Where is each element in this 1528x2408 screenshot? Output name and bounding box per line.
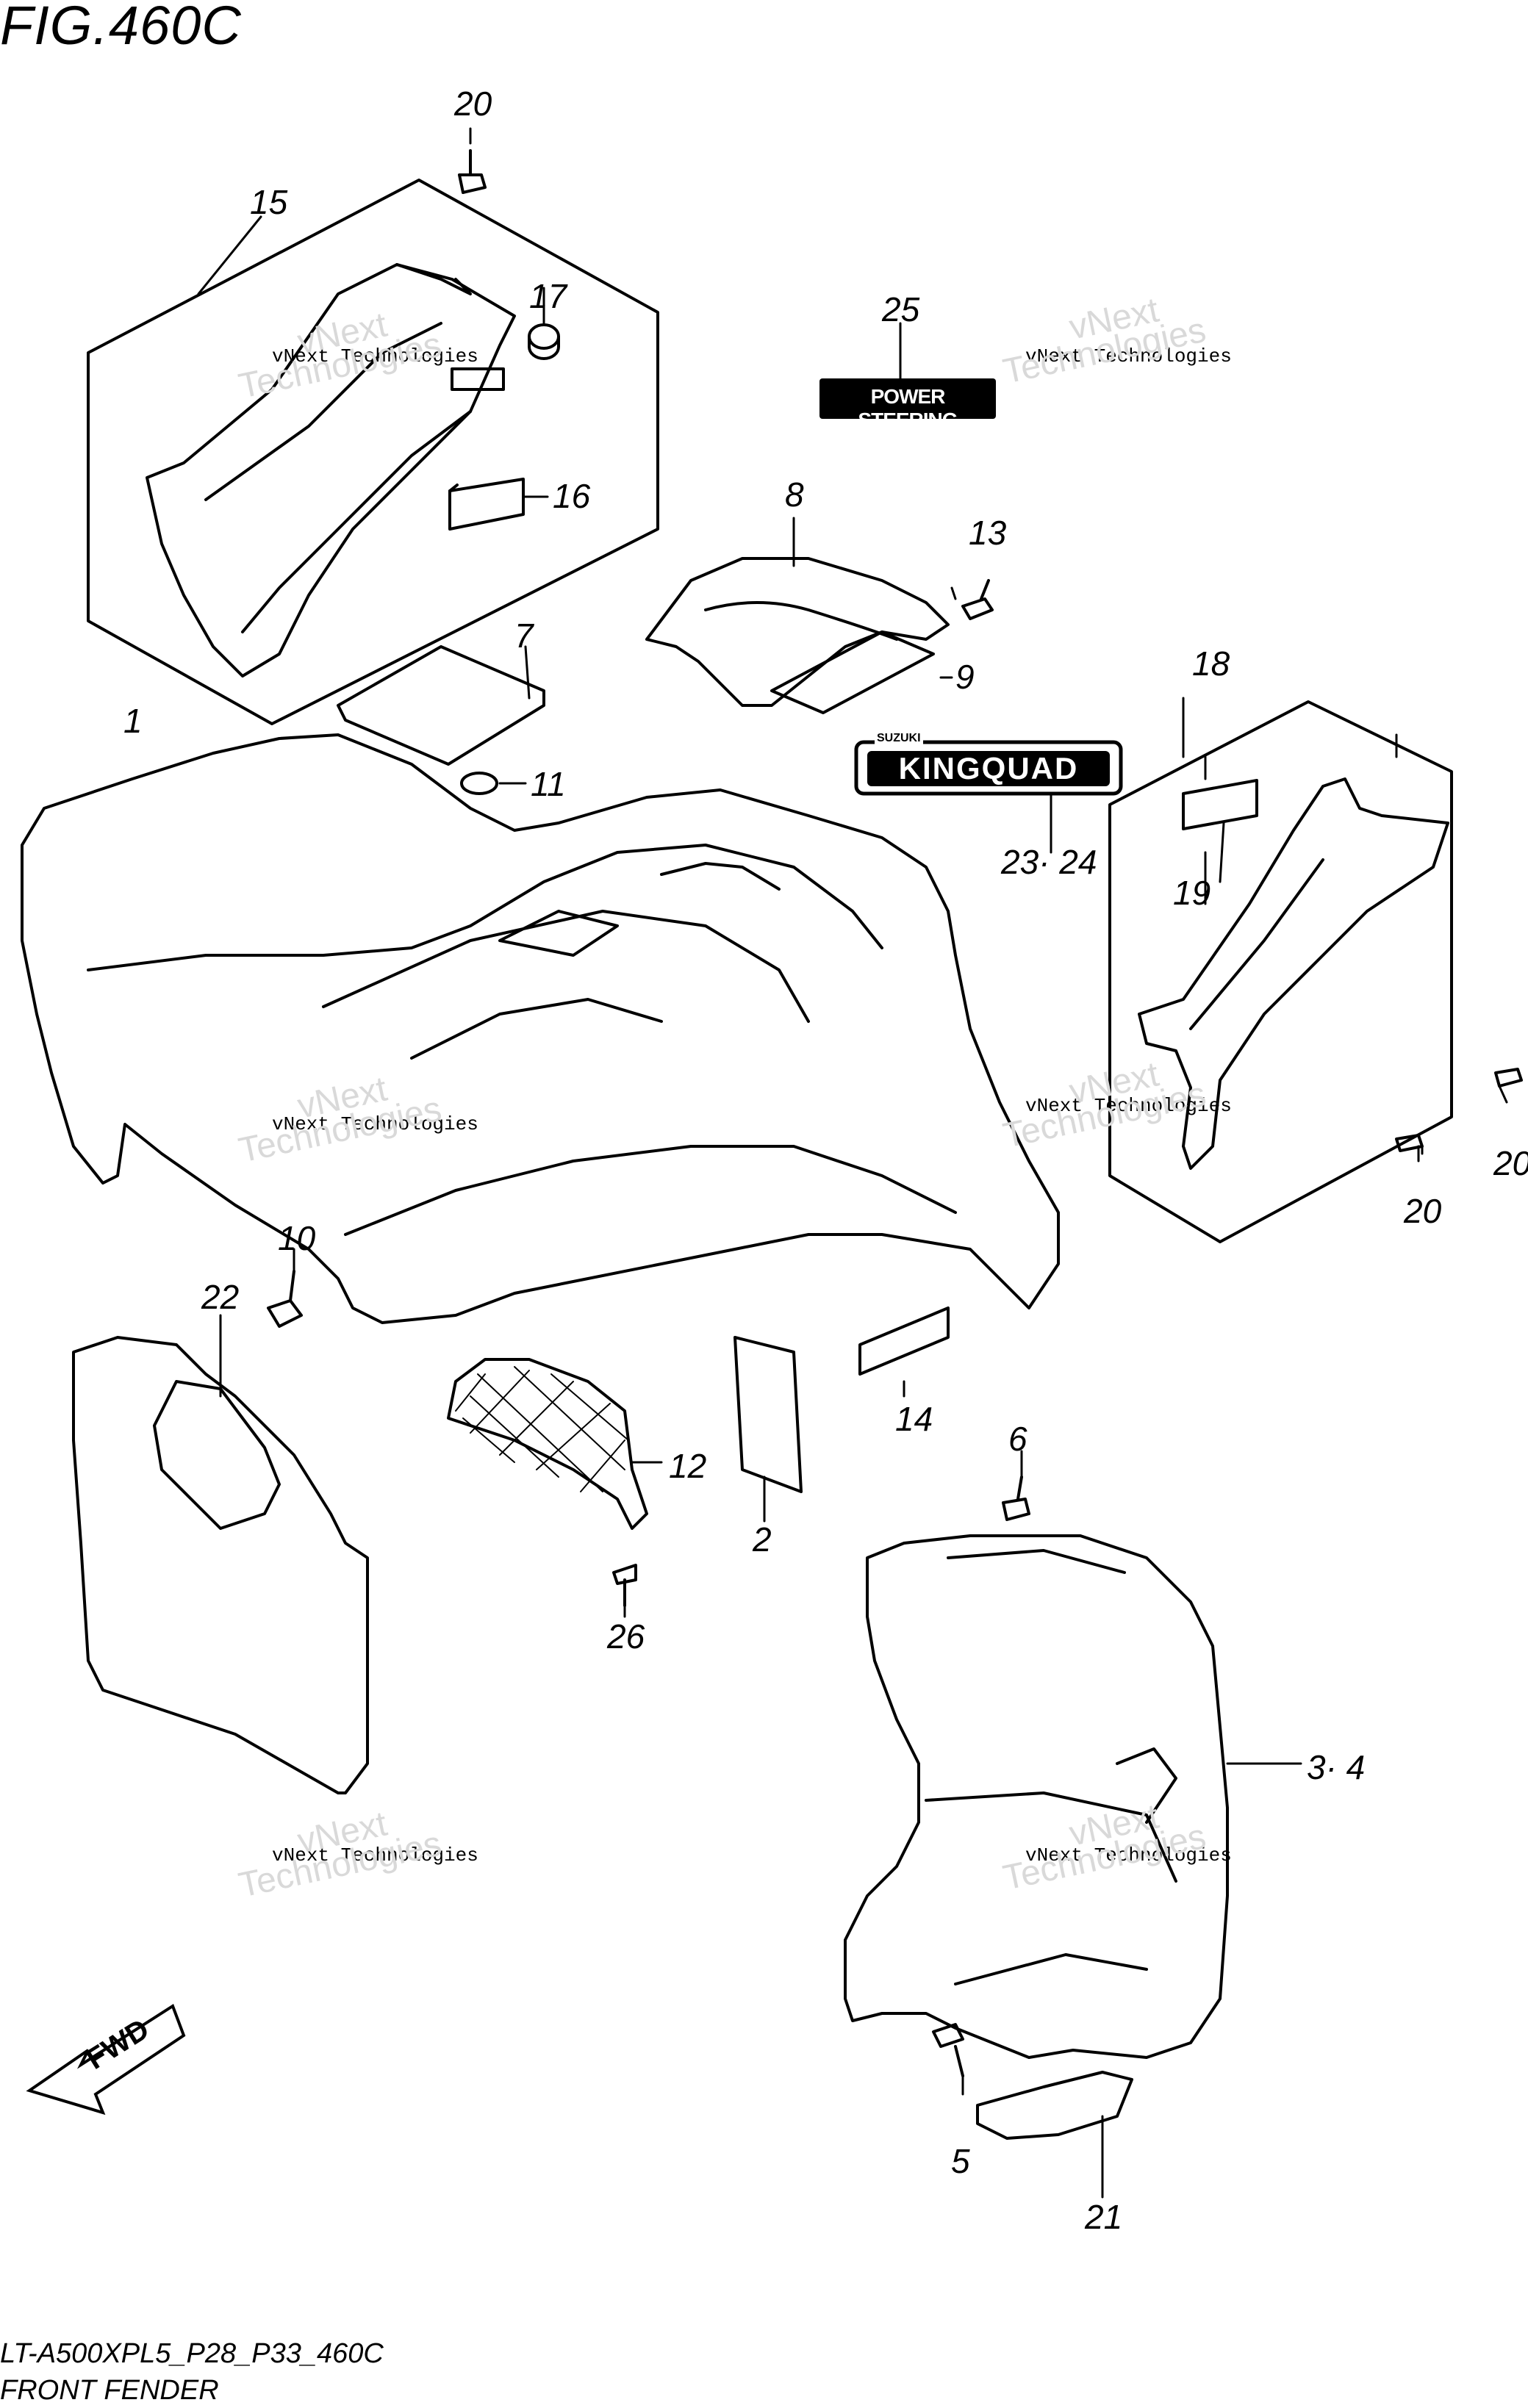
callout-20-top[interactable]: 20 <box>454 85 492 123</box>
figure-code: LT-A500XPL5_P28_P33_460C <box>0 2338 384 2369</box>
callout-26[interactable]: 26 <box>607 1617 645 1656</box>
part-9-pad <box>770 630 935 714</box>
callout-7[interactable]: 7 <box>514 617 534 655</box>
watermark-5: vNext Technologies <box>272 1844 478 1866</box>
watermark-6: vNext Technologies <box>1025 1844 1232 1866</box>
power-steering-decal-text: POWER STEERING <box>858 385 958 431</box>
part-12-grille <box>447 1358 648 1530</box>
callout-13[interactable]: 13 <box>969 514 1007 552</box>
callout-20-right[interactable]: 20 <box>1404 1192 1442 1230</box>
callout-16[interactable]: 16 <box>553 477 591 515</box>
brand-decal-text: SUZUKI <box>875 732 923 745</box>
part-7-pad <box>337 645 545 766</box>
callout-21[interactable]: 21 <box>1085 2198 1123 2236</box>
callout-6[interactable]: 6 <box>1008 1420 1027 1458</box>
callout-3-4[interactable]: 3· 4 <box>1307 1748 1366 1786</box>
part-13-bolt <box>961 579 994 620</box>
callout-22[interactable]: 22 <box>201 1278 240 1316</box>
watermark-4: vNext Technologies <box>1025 1095 1232 1117</box>
part-15-side-panel <box>146 263 516 678</box>
callout-14[interactable]: 14 <box>895 1400 933 1438</box>
part-2-pad <box>733 1336 803 1493</box>
part-26-screw <box>612 1564 637 1607</box>
callout-20-far-right[interactable]: 20 <box>1493 1144 1528 1182</box>
kingquad-decal-frame <box>854 740 1123 796</box>
callout-10[interactable]: 10 <box>278 1219 316 1257</box>
group-box-18 <box>1108 700 1453 1243</box>
figure-title: FIG.460C <box>0 0 242 56</box>
part-20-bolt-top <box>458 149 487 194</box>
callout-12[interactable]: 12 <box>669 1447 707 1485</box>
part-6-bolt <box>1002 1476 1030 1521</box>
part-1-front-fender <box>21 733 1060 1324</box>
part-8-cover <box>645 557 950 707</box>
callout-2[interactable]: 2 <box>753 1520 772 1559</box>
part-11-grommet <box>460 772 498 795</box>
callout-17[interactable]: 17 <box>529 277 567 315</box>
callout-15[interactable]: 15 <box>250 183 288 221</box>
callout-23-24[interactable]: 23· 24 <box>1001 843 1097 881</box>
kingquad-decal-text: KINGQUAD <box>898 751 1079 786</box>
part-20-bolt-far-right <box>1494 1068 1523 1088</box>
group-box-15 <box>87 179 659 725</box>
callout-1[interactable]: 1 <box>123 702 143 740</box>
power-steering-decal <box>819 378 996 419</box>
part-16-block <box>448 478 525 531</box>
figure-name: FRONT FENDER <box>0 2375 219 2406</box>
callout-5[interactable]: 5 <box>951 2142 970 2180</box>
part-22-cover <box>72 1336 369 1794</box>
part-19-block <box>1182 779 1258 830</box>
callout-25[interactable]: 25 <box>882 290 920 328</box>
watermark-3: vNext Technologies <box>272 1113 478 1135</box>
part-21-strip <box>976 2071 1133 2140</box>
callout-8[interactable]: 8 <box>785 475 804 514</box>
callout-9[interactable]: 9 <box>955 658 975 696</box>
part-17-grommet <box>528 323 560 350</box>
fwd-arrow <box>26 2003 186 2116</box>
callout-11[interactable]: 11 <box>531 765 566 803</box>
callout-18[interactable]: 18 <box>1192 644 1230 683</box>
callout-19[interactable]: 19 <box>1173 874 1211 912</box>
part-5-bolt <box>932 2023 964 2077</box>
part-14-block <box>858 1307 950 1376</box>
leader-lines <box>197 127 1508 2199</box>
watermark-1: vNext Technologies <box>272 345 478 367</box>
part-18-side-panel <box>1138 777 1449 1170</box>
watermark-2: vNext Technologies <box>1025 345 1232 367</box>
part-3-4-inner-fender <box>844 1534 1229 2059</box>
part-10-bolt <box>267 1270 303 1328</box>
